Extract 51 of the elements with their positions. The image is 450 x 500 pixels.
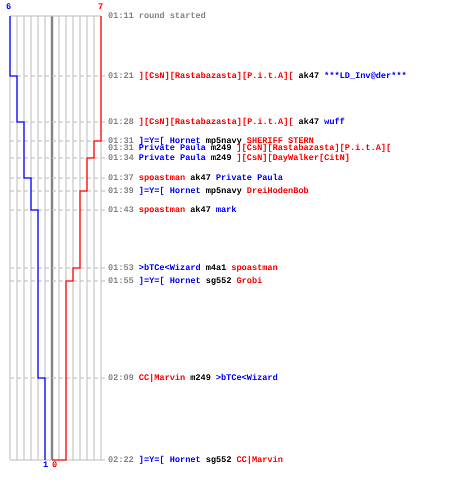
weapon-name: ak47 [190,206,211,215]
player-name: CC|Marvin [138,374,186,383]
weapon-name: sg552 [206,277,232,286]
player-name: CC|Marvin [236,456,283,465]
weapon-name: m4a1 [206,264,226,273]
player-name: DreiHodenBob [246,187,309,196]
timestamp: 01:37 [108,174,134,183]
player-name: ][CsN][Rastabazasta][P.i.t.A][ [138,118,294,127]
player-name: Private Paula [138,144,206,153]
timestamp: 01:11 [108,12,134,21]
event-text: round started [138,12,206,21]
player-name: ][CsN][Rastabazasta][P.i.t.A][ [138,72,294,81]
timestamp: 01:53 [108,264,134,273]
weapon-name: m249 [190,374,211,383]
timestamp: 01:43 [108,206,134,215]
player-count: 6 [6,3,12,12]
timestamp: 01:34 [108,154,134,163]
player-name: spoastman [231,264,278,273]
player-name: Private Paula [138,154,206,163]
player-count: 1 [43,461,48,470]
player-name: Private Paula [216,174,283,183]
timestamp: 02:22 [108,456,134,465]
player-name: ***LD_Inv@der*** [324,72,407,81]
weapon-name: mp5navy [206,187,242,196]
weapon-name: sg552 [206,456,232,465]
weapon-name: ak47 [190,174,211,183]
player-name: mark [216,206,236,215]
timestamp: 02:09 [108,374,134,383]
weapon-name: m249 [210,154,232,163]
player-name: wuff [324,118,345,127]
weapon-name: m249 [210,144,232,153]
player-name: >bTCe<Wizard [138,264,201,273]
player-name: ]=Y=[ Hornet [138,456,201,465]
timestamp: 01:39 [108,187,134,196]
player-name: spoastman [138,174,186,183]
player-name: ][CsN][DayWalker[CitN] [236,154,350,163]
weapon-name: ak47 [298,72,320,81]
player-name: ][CsN][Rastabazasta][P.i.t.A][ [236,144,392,153]
weapon-name: mp5navy [206,137,242,146]
player-name: Grobi [236,277,262,286]
player-count: 0 [52,461,58,470]
timestamp: 01:28 [108,118,134,127]
timestamp: 01:21 [108,72,134,81]
player-count: 7 [98,3,104,12]
timestamp: 01:55 [108,277,134,286]
player-name: ]=Y=[ Hornet [138,277,201,286]
player-name: spoastman [138,206,186,215]
player-name: >bTCe<Wizard [216,374,278,383]
weapon-name: ak47 [298,118,320,127]
timestamp: 01:31 [108,144,134,153]
player-name: ]=Y=[ Hornet [138,187,201,196]
